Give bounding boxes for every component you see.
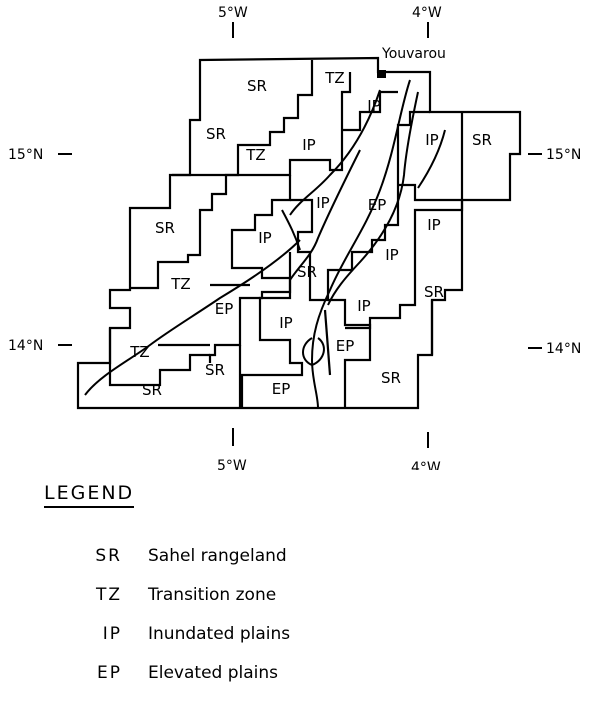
lon-label-bottom-right: 4°W [411,460,441,470]
zone-label: EP [215,300,234,318]
zone-label: SR [424,283,444,301]
legend-description: Elevated plains [148,663,279,683]
lat-label-left-upper: 15°N [8,147,43,163]
river-main [310,79,411,409]
legend-item: IP Inundated plains [44,624,444,663]
zone-label: SR [205,361,225,379]
lat-label-right-upper: 15°N [546,147,581,163]
zone-label: SR [472,131,492,149]
zone-label: IP [302,136,315,154]
legend-description: Transition zone [148,585,277,605]
lat-label-right-lower: 14°N [546,341,581,357]
legend-description: Inundated plains [148,624,291,644]
river-loop [302,337,325,367]
coordinate-ticks [58,22,542,448]
zone-label: IP [357,297,370,315]
river-branch-3 [289,149,361,281]
zone-label: IP [258,229,271,247]
zone-label: SR [247,77,267,95]
lat-label-left-lower: 14°N [8,338,43,354]
river-branch-5 [281,209,301,251]
river-branch-4 [417,129,446,189]
zone-label: TZ [245,146,265,164]
zone-label: SR [142,381,162,399]
lon-label-bottom-left: 5°W [217,458,247,470]
zone-labels: SR TZ IP SR TZ IP IP SR IP EP SR IP IP I… [129,69,492,399]
zone-label: TZ [129,343,149,361]
legend-code: EP [97,663,122,683]
legend-item: EP Elevated plains [44,663,444,702]
zone-label: SR [206,125,226,143]
zone-label: EP [368,196,387,214]
zone-label: SR [155,219,175,237]
lon-label-top-left: 5°W [218,5,248,21]
zone-label: IP [425,131,438,149]
legend-code: SR [95,546,122,566]
river-branch-1 [289,89,381,216]
river-east [327,91,419,306]
map-boundaries [76,56,522,410]
legend-title: LEGEND [44,482,135,508]
zone-label: IP [427,216,440,234]
zone-map: Youvarou 5°W 4°W 5°W 4°W 15°N 14°N 15°N … [8,5,581,470]
place-label-youvarou: Youvarou [381,46,446,62]
zone-label: IP [279,314,292,332]
legend: LEGEND SR Sahel rangeland TZ Transition … [44,482,444,702]
legend-code: TZ [95,585,122,605]
zone-label: EP [336,337,355,355]
zone-label: TZ [324,69,344,87]
river-channels [84,79,446,409]
zone-label: SR [381,369,401,387]
zone-label: IP [316,194,329,212]
zone-label: SR [297,263,317,281]
river-branch-2 [84,239,301,396]
youvarou-marker-icon [377,70,386,78]
legend-item: SR Sahel rangeland [44,546,444,585]
zone-label: IP [385,246,398,264]
zone-label: EP [272,380,291,398]
lon-label-top-right: 4°W [412,5,442,21]
zone-label: TZ [170,275,190,293]
zone-label: IP [367,97,380,115]
legend-description: Sahel rangeland [148,546,287,566]
legend-code: IP [102,624,122,644]
legend-item: TZ Transition zone [44,585,444,624]
